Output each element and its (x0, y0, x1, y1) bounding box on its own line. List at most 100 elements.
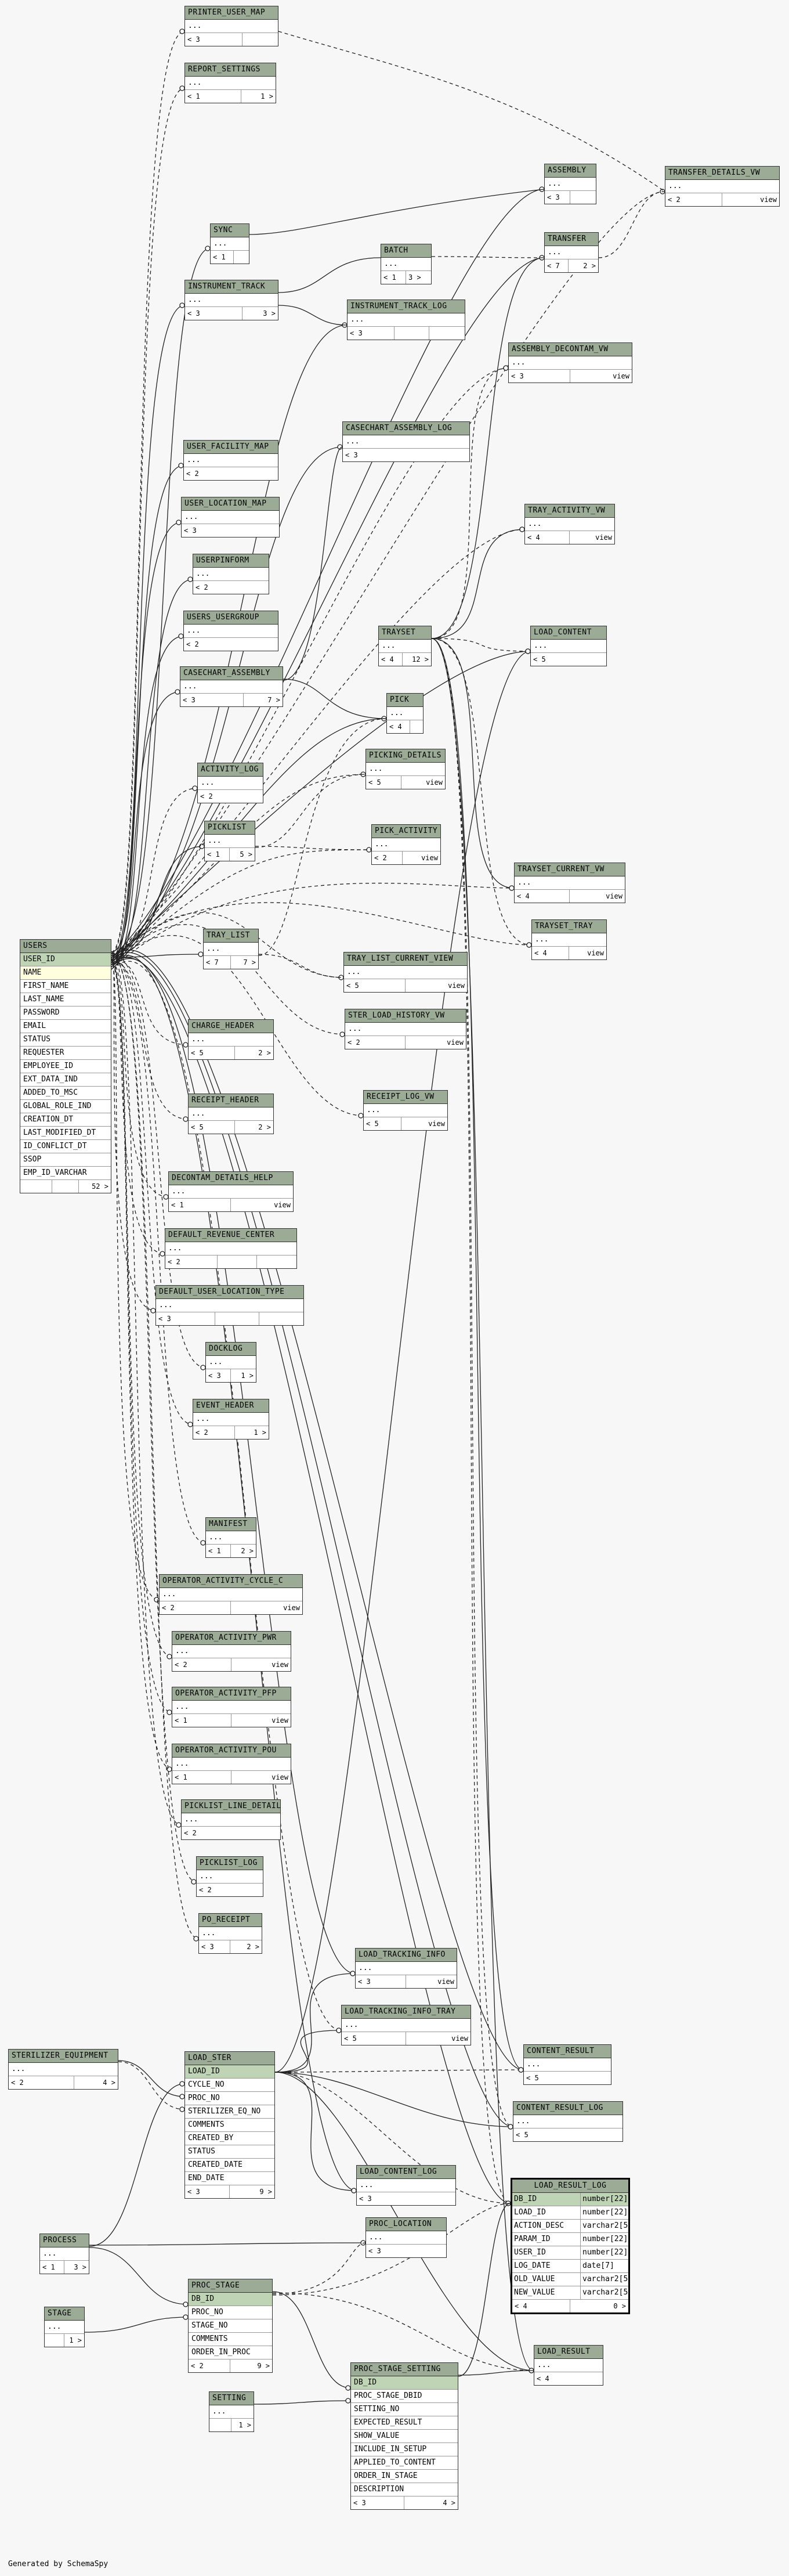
table-sync[interactable]: SYNC ... < 1 (210, 223, 249, 264)
table-load-content-log[interactable]: LOAD_CONTENT_LOG ... < 3 (356, 2165, 456, 2206)
table-picklist-log[interactable]: PICKLIST_LOG ... < 2 (196, 1856, 263, 1897)
column-row: DB_ID (189, 2293, 272, 2306)
table-stage[interactable]: STAGE ... 1 > (44, 2307, 85, 2347)
table-default-user-location-type[interactable]: DEFAULT_USER_LOCATION_TYPE ... < 3 (155, 1285, 304, 1326)
table-load-content[interactable]: LOAD_CONTENT ... < 5 (530, 626, 607, 666)
column-row: EMP_ID_VARCHAR (20, 1167, 111, 1180)
parents-count: < 4 (512, 2300, 570, 2312)
children-count: 7 > (267, 696, 280, 704)
table-proc-stage[interactable]: PROC_STAGE DB_ID PROC_NO STAGE_NO COMMEN… (188, 2279, 273, 2373)
table-proc-stage-setting[interactable]: PROC_STAGE_SETTING DB_ID PROC_STAGE_DBID… (350, 2362, 458, 2510)
parents-count: < 5 (526, 2074, 539, 2082)
table-printer-user-map[interactable]: PRINTER_USER_MAP ... < 3 (184, 6, 278, 46)
columns-collapsed: ... (172, 1645, 291, 1658)
table-content-result-log[interactable]: CONTENT_RESULT_LOG ... < 5 (513, 2101, 623, 2142)
columns-collapsed: ... (342, 2019, 470, 2032)
relationship-endpoint (179, 85, 185, 91)
table-load-ster[interactable]: LOAD_STER LOAD_ID CYCLE_NO PROC_NO STERI… (184, 2051, 275, 2199)
table-users[interactable]: USERS USER_ID NAME FIRST_NAME LAST_NAME … (20, 939, 111, 1193)
table-footer: < 3 (545, 191, 596, 204)
table-assembly[interactable]: ASSEMBLY ... < 3 (544, 164, 596, 204)
relationship-line (274, 2072, 357, 2191)
table-name: USERS (20, 940, 111, 953)
column-row: EXPECTED_RESULT (351, 2416, 458, 2430)
column-name: USER_ID (512, 2246, 581, 2259)
table-proc-location[interactable]: PROC_LOCATION ... < 3 (365, 2217, 447, 2258)
table-setting[interactable]: SETTING ... 1 > (209, 2391, 254, 2432)
relationship-line (254, 2400, 351, 2405)
table-name: SETTING (209, 2392, 254, 2405)
table-footer: < 3 (185, 33, 278, 46)
table-user-location-map[interactable]: USER_LOCATION_MAP ... < 3 (181, 497, 280, 537)
table-casechart-assembly-log[interactable]: CASECHART_ASSEMBLY_LOG ... < 3 (342, 421, 470, 462)
table-instrument-track-log[interactable]: INSTRUMENT_TRACK_LOG ... < 3 (347, 300, 465, 340)
relationship-line (249, 189, 545, 235)
columns-collapsed: ... (364, 1104, 447, 1117)
table-userpinform[interactable]: USERPINFORM ... < 2 (193, 554, 269, 594)
parents-count: < 5 (366, 776, 402, 789)
parents-count: < 3 (199, 1940, 230, 1953)
columns-collapsed: ... (185, 294, 278, 307)
parents-count: < 5 (342, 2032, 406, 2045)
table-name: DEFAULT_USER_LOCATION_TYPE (156, 1286, 303, 1299)
table-pick[interactable]: PICK ... < 4 (386, 693, 424, 734)
table-load-result[interactable]: LOAD_RESULT ... < 4 (534, 2345, 603, 2386)
table-name: LOAD_RESULT_LOG (512, 2180, 628, 2193)
table-name: USER_FACILITY_MAP (184, 441, 278, 454)
table-content-result[interactable]: CONTENT_RESULT ... < 5 (523, 2044, 611, 2085)
table-users-usergroup[interactable]: USERS_USERGROUP ... < 2 (183, 611, 278, 651)
parents-count: < 3 (356, 1975, 406, 1988)
table-footer: < 3 (357, 2192, 455, 2205)
relationship-line (431, 638, 524, 2070)
table-name: EVENT_HEADER (193, 1399, 269, 1413)
table-user-facility-map[interactable]: USER_FACILITY_MAP ... < 2 (183, 440, 278, 481)
table-picklist-line-detail[interactable]: PICKLIST_LINE_DETAIL ... < 2 (181, 1799, 281, 1840)
table-activity-log[interactable]: ACTIVITY_LOG ... < 2 (197, 763, 263, 803)
table-name: DECONTAM_DETAILS_HELP (169, 1172, 293, 1185)
table-default-revenue-center[interactable]: DEFAULT_REVENUE_CENTER ... < 2 (165, 1228, 297, 1269)
relationship-line (84, 2317, 189, 2333)
relationship-endpoint (183, 2301, 189, 2307)
column-row: SETTING_NO (351, 2403, 458, 2416)
column-row: PROC_STAGE_DBID (351, 2390, 458, 2403)
